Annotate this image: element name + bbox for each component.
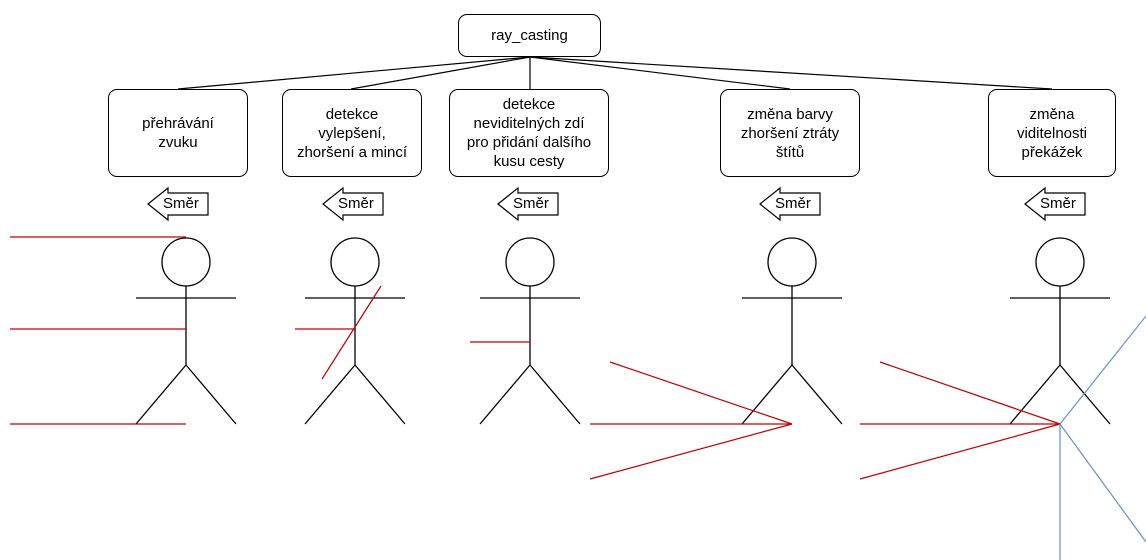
stick-figures: [135, 237, 1111, 425]
stick-figure-3: [479, 237, 581, 425]
child-node-3: detekce neviditelných zdí pro přidání da…: [449, 89, 609, 177]
direction-label-2: Směr: [338, 195, 374, 212]
ray-4c: [589, 423, 793, 480]
direction-arrow-4: [759, 186, 821, 222]
child-node-2: detekce vylepšení, zhoršení a mincí: [282, 89, 422, 177]
child-node-3-label: detekce neviditelných zdí pro přidání da…: [466, 96, 592, 170]
tree-connectors: [177, 56, 1053, 90]
stick-figure-2: [304, 237, 406, 425]
blue-rays: [1059, 315, 1146, 560]
root-node-label: ray_casting: [491, 27, 568, 44]
child-node-4: změna barvy zhoršení ztráty štítů: [720, 89, 860, 177]
direction-arrow-1: [147, 186, 209, 222]
connector-5: [529, 56, 1053, 90]
stick-figure-4: [741, 237, 843, 425]
direction-arrow-2: [322, 186, 384, 222]
stick-figure-1: [135, 237, 237, 425]
connector-2: [350, 56, 531, 90]
connector-1: [177, 56, 531, 90]
direction-arrow-5: [1024, 186, 1086, 222]
child-node-5: změna viditelnosti překážek: [988, 89, 1116, 177]
child-node-4-label: změna barvy zhoršení ztráty štítů: [740, 105, 840, 161]
direction-arrow-3: [497, 186, 559, 222]
child-node-5-label: změna viditelnosti překážek: [1016, 105, 1088, 161]
root-node: ray_casting: [458, 14, 601, 57]
stick-figure-5: [1009, 237, 1111, 425]
blue-ray-1: [1059, 315, 1146, 425]
child-node-1: přehrávání zvuku: [108, 89, 248, 177]
direction-label-1: Směr: [163, 195, 199, 212]
child-node-1-label: přehrávání zvuku: [142, 115, 214, 151]
blue-ray-2: [1059, 423, 1146, 543]
ray-4a: [609, 361, 793, 425]
direction-arrows: [147, 186, 1086, 222]
direction-label-5: Směr: [1040, 195, 1076, 212]
direction-label-4: Směr: [775, 195, 811, 212]
direction-label-3: Směr: [513, 195, 549, 212]
ray-5c: [859, 423, 1061, 480]
ray-5a: [879, 361, 1061, 425]
child-node-2-label: detekce vylepšení, zhoršení a mincí: [296, 105, 408, 161]
connector-4: [529, 56, 791, 90]
red-rays: [10, 236, 1061, 480]
ray-2b: [321, 285, 382, 380]
